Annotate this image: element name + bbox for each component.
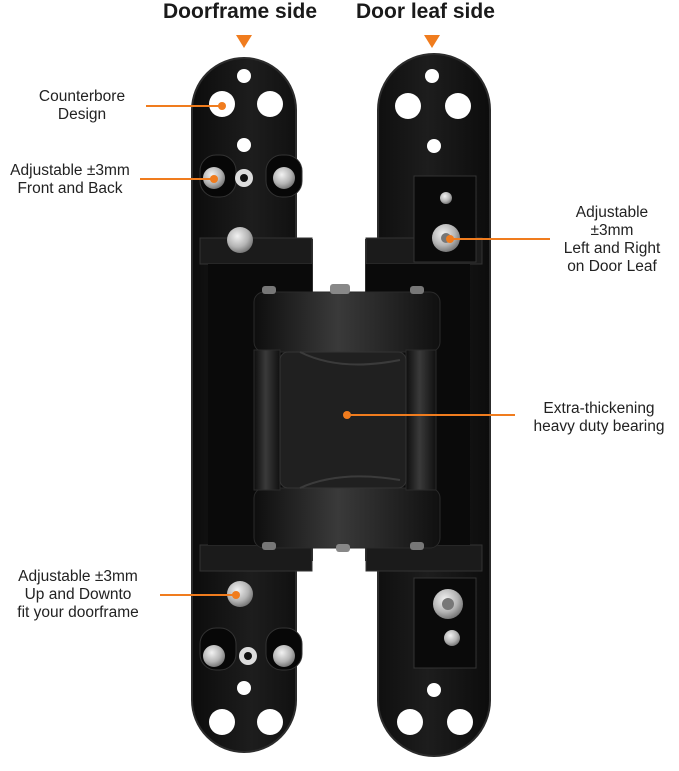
up-down-label: Adjustable ±3mm Up and Downto fit your d… — [17, 568, 139, 621]
front-back-leader — [140, 178, 214, 180]
bearing-knuckle — [253, 284, 441, 552]
up-down-dot — [232, 591, 240, 599]
doorframe-side-title: Doorframe side — [163, 0, 318, 23]
up-down-leader — [160, 594, 236, 596]
front-back-label: Adjustable ±3mm Front and Back — [10, 162, 130, 197]
left-right-dot — [446, 235, 454, 243]
door-leaf-side-title: Door leaf side — [356, 0, 495, 23]
counterbore-dot — [218, 102, 226, 110]
down-triangle-icon — [236, 35, 252, 48]
left-right-label: Adjustable ±3mm Left and Right on Door L… — [563, 204, 661, 275]
left-right-leader — [452, 238, 550, 240]
bearing-dot — [343, 411, 351, 419]
down-triangle-icon — [424, 35, 440, 48]
counterbore-leader — [146, 105, 222, 107]
bearing-leader — [349, 414, 515, 416]
adjust-screws — [203, 167, 463, 667]
bearing-label: Extra-thickening heavy duty bearing — [533, 400, 665, 435]
counterbore-label: Counterbore Design — [38, 88, 126, 123]
front-back-dot — [210, 175, 218, 183]
